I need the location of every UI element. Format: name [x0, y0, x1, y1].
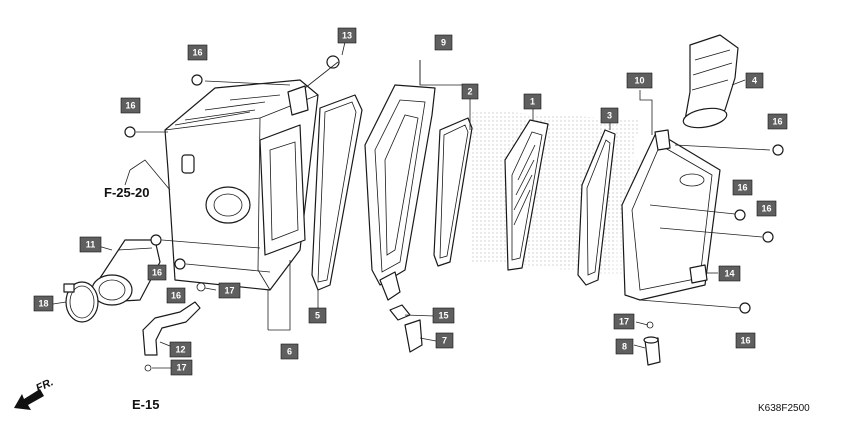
front-direction-label: FR.	[34, 376, 55, 394]
callout-16a[interactable]: 16	[187, 44, 208, 61]
callout-4[interactable]: 4	[745, 72, 764, 89]
callout-5[interactable]: 5	[308, 307, 327, 324]
callout-16c[interactable]: 16	[147, 264, 167, 281]
callout-16e[interactable]: 16	[767, 113, 788, 130]
svg-text:16: 16	[171, 291, 181, 301]
air-cleaner-case	[164, 79, 319, 291]
callout-17c[interactable]: 17	[613, 313, 635, 330]
svg-text:12: 12	[175, 345, 185, 355]
air-cleaner-cover	[621, 129, 721, 301]
drain-tube	[142, 301, 201, 356]
callout-16g[interactable]: 16	[756, 200, 777, 217]
svg-text:7: 7	[442, 336, 447, 346]
svg-text:11: 11	[86, 240, 96, 250]
callout-16h[interactable]: 16	[735, 332, 756, 349]
callout-13[interactable]: 13	[337, 27, 357, 44]
callout-10[interactable]: 10	[626, 72, 653, 89]
drain-plug-7	[404, 319, 423, 353]
svg-text:6: 6	[287, 347, 292, 357]
gasket-2	[433, 117, 473, 267]
callout-18[interactable]: 18	[33, 295, 54, 312]
reference-e-15[interactable]: E-15	[132, 397, 159, 412]
svg-text:1: 1	[530, 97, 535, 107]
callout-1[interactable]: 1	[523, 93, 542, 110]
svg-text:17: 17	[176, 363, 186, 373]
tube-band	[63, 281, 99, 323]
svg-text:10: 10	[634, 76, 644, 86]
reference-f-25-20[interactable]: F-25-20	[104, 185, 150, 200]
callout-15[interactable]: 15	[432, 307, 455, 324]
callout-17a[interactable]: 17	[218, 282, 241, 299]
gasket-3	[577, 129, 616, 286]
callout-6[interactable]: 6	[280, 343, 299, 360]
svg-text:16: 16	[152, 268, 162, 278]
element-frame	[364, 84, 436, 301]
svg-text:16: 16	[761, 204, 771, 214]
connecting-tube	[91, 239, 161, 306]
front-arrow-icon	[14, 389, 44, 410]
svg-text:4: 4	[752, 76, 757, 86]
svg-text:5: 5	[315, 311, 320, 321]
callout-17b[interactable]: 17	[170, 359, 193, 376]
filter-element	[504, 119, 549, 271]
front-direction-indicator: FR.	[14, 376, 55, 410]
svg-text:16: 16	[737, 183, 747, 193]
callout-16b[interactable]: 16	[120, 97, 141, 114]
callout-11[interactable]: 11	[79, 236, 102, 253]
svg-text:17: 17	[619, 317, 629, 327]
callouts: 1 2 3 4 5 6 7 8 9 10 11 12 13 14 15 16 1…	[33, 27, 788, 376]
gasket-5	[311, 94, 363, 291]
diagram-part-code: K638F2500	[758, 403, 810, 414]
svg-text:13: 13	[342, 31, 352, 41]
callout-3[interactable]: 3	[600, 107, 619, 124]
svg-text:9: 9	[441, 38, 446, 48]
svg-text:8: 8	[622, 342, 627, 352]
svg-text:14: 14	[724, 269, 734, 279]
svg-text:17: 17	[224, 286, 234, 296]
leader-lines	[52, 41, 771, 369]
air-duct	[682, 34, 739, 129]
clip-15	[389, 304, 411, 321]
svg-text:18: 18	[38, 299, 48, 309]
callout-7[interactable]: 7	[435, 332, 454, 349]
callout-16d[interactable]: 16	[166, 287, 186, 304]
svg-text:16: 16	[772, 117, 782, 127]
svg-text:16: 16	[192, 48, 202, 58]
clip-14	[689, 264, 708, 284]
screws	[124, 55, 784, 372]
svg-text:3: 3	[607, 111, 612, 121]
callout-8[interactable]: 8	[615, 338, 634, 355]
svg-text:16: 16	[740, 336, 750, 346]
callout-2[interactable]: 2	[461, 83, 479, 100]
callout-9[interactable]: 9	[434, 34, 453, 51]
svg-text:16: 16	[125, 101, 135, 111]
callout-16f[interactable]: 16	[732, 179, 753, 196]
drain-plug-8	[643, 336, 661, 366]
svg-text:2: 2	[467, 87, 472, 97]
svg-text:15: 15	[438, 311, 448, 321]
callout-14[interactable]: 14	[718, 265, 741, 282]
callout-12[interactable]: 12	[169, 341, 192, 358]
